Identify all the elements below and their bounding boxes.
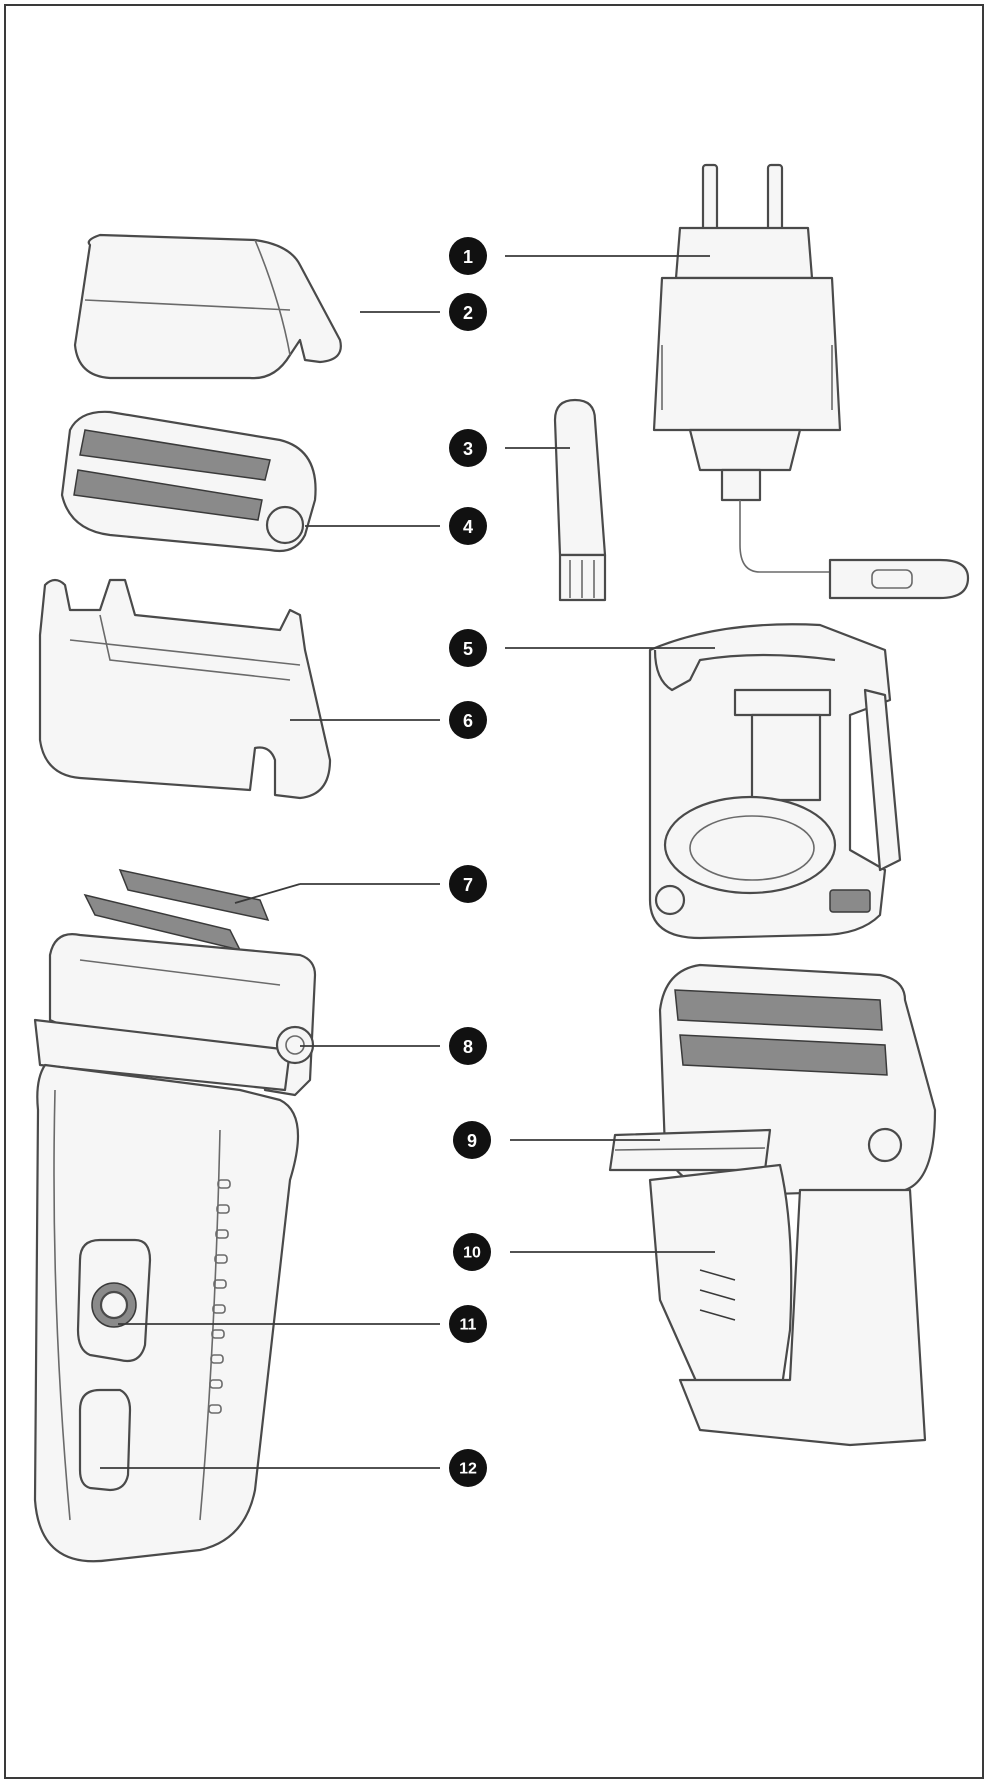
head-frame bbox=[38, 578, 332, 800]
leader-7 bbox=[234, 883, 301, 904]
callout-9: 9 bbox=[453, 1121, 491, 1159]
callout-1: 1 bbox=[449, 237, 487, 275]
protective-cap bbox=[73, 233, 342, 380]
callout-2: 2 bbox=[449, 293, 487, 331]
callout-7: 7 bbox=[449, 865, 487, 903]
callout-badge bbox=[449, 507, 487, 545]
callout-number: 10 bbox=[463, 1245, 481, 1262]
callout-5: 5 bbox=[449, 629, 487, 667]
callout-12: 12 bbox=[449, 1449, 487, 1487]
foil-cassette bbox=[60, 410, 317, 553]
callout-number: 5 bbox=[463, 639, 473, 659]
callout-number: 3 bbox=[463, 439, 473, 459]
callout-11: 11 bbox=[449, 1305, 487, 1343]
callout-badge bbox=[449, 701, 487, 739]
callout-badge bbox=[449, 1027, 487, 1065]
callout-badge bbox=[449, 237, 487, 275]
callout-number: 2 bbox=[463, 303, 473, 323]
callout-8: 8 bbox=[449, 1027, 487, 1065]
callout-badge bbox=[453, 1121, 491, 1159]
callout-number: 4 bbox=[463, 517, 473, 537]
callout-badge bbox=[449, 429, 487, 467]
callout-badge bbox=[453, 1233, 491, 1271]
callout-number: 6 bbox=[463, 711, 473, 731]
callout-number: 9 bbox=[467, 1131, 477, 1151]
callout-badge bbox=[449, 293, 487, 331]
callout-number: 12 bbox=[459, 1461, 477, 1478]
cleaning-brush bbox=[553, 398, 607, 602]
callout-badge bbox=[449, 629, 487, 667]
shaver-body bbox=[33, 868, 317, 1563]
callout-number: 8 bbox=[463, 1037, 473, 1057]
callout-badge bbox=[449, 1449, 487, 1487]
shaver-rear-view bbox=[608, 963, 937, 1447]
callout-badge bbox=[449, 1305, 487, 1343]
callout-4: 4 bbox=[449, 507, 487, 545]
callout-3: 3 bbox=[449, 429, 487, 467]
leader-lines bbox=[100, 255, 715, 1469]
callout-10: 10 bbox=[453, 1233, 491, 1271]
callout-number: 1 bbox=[463, 247, 473, 267]
charging-stand bbox=[648, 623, 902, 940]
callout-number: 7 bbox=[463, 875, 473, 895]
charge-indicator-leds bbox=[208, 1179, 231, 1414]
callout-badge bbox=[449, 865, 487, 903]
charger-adapter bbox=[652, 163, 970, 600]
callout-6: 6 bbox=[449, 701, 487, 739]
callout-number: 11 bbox=[460, 1317, 477, 1334]
